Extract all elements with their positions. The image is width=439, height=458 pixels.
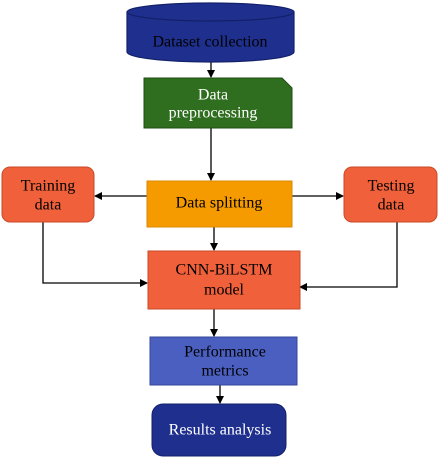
node-cnn-bilstm-model: CNN-BiLSTM model [147,250,301,310]
cnn-bilstm-model-label-line1: CNN-BiLSTM [176,262,273,279]
data-preprocessing-label-line1: Data [198,87,228,104]
cnn-bilstm-model-label-line2: model [204,282,245,299]
box-shape [1,166,95,223]
box-shape [343,166,438,223]
node-training-data: Training data [1,166,95,223]
edges [42,62,398,404]
node-results-analysis: Results analysis [151,403,287,457]
card-shape [143,77,293,129]
box-shape [146,180,293,228]
box-shape [147,250,301,310]
box-shape [149,336,298,386]
training-data-label-line1: Training [21,178,76,195]
cylinder-top [126,2,295,22]
node-data-splitting: Data splitting [146,180,293,228]
node-data-preprocessing: Data preprocessing [143,77,293,129]
box-shape [151,403,287,457]
cylinder-shape [126,11,295,63]
arrow-testing-to-model [299,222,398,291]
training-data-label-line2: data [35,197,62,214]
node-dataset-collection: Dataset collection [126,2,295,63]
arrow-training-to-model [42,222,148,287]
testing-data-label-line2: data [378,197,405,214]
testing-data-label-line1: Testing [368,178,415,195]
performance-metrics-label-line2: metrics [201,363,248,380]
performance-metrics-label-line1: Performance [184,344,266,361]
node-testing-data: Testing data [343,166,438,223]
node-performance-metrics: Performance metrics [149,336,298,386]
results-analysis-label: Results analysis [169,422,272,439]
data-splitting-label: Data splitting [176,195,263,212]
data-preprocessing-label-line2: preprocessing [169,105,258,122]
dataset-collection-label: Dataset collection [152,34,267,51]
